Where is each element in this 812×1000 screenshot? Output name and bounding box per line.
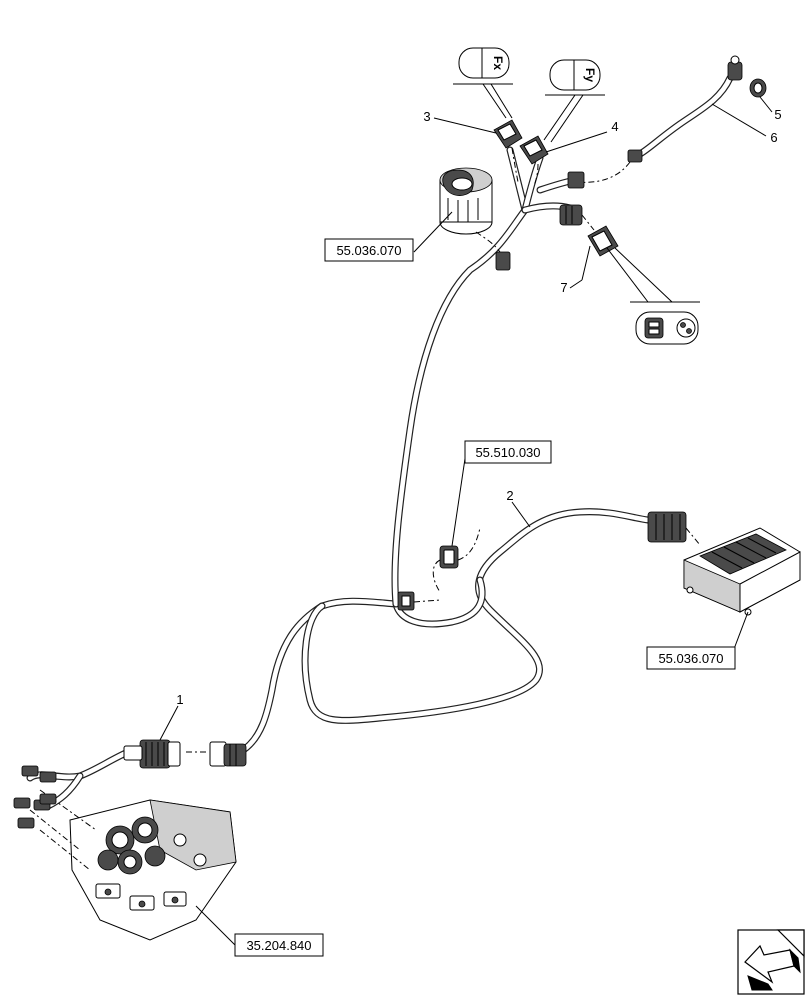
electronic-control-unit bbox=[647, 511, 801, 616]
switch-fy-item-4 bbox=[519, 135, 549, 187]
joystick-assembly bbox=[439, 167, 511, 271]
page-turn-arrow-icon[interactable] bbox=[737, 929, 805, 995]
connector-pair-item-7 bbox=[559, 171, 619, 257]
ref-box-control-unit[interactable]: 55.036.070 bbox=[646, 646, 736, 670]
callout-6: 6 bbox=[770, 130, 777, 145]
callout-5: 5 bbox=[774, 107, 781, 122]
callout-4: 4 bbox=[611, 119, 618, 134]
connector-symbol bbox=[606, 247, 700, 345]
fx-icon-label: Fx bbox=[491, 56, 505, 70]
main-wire-harness bbox=[236, 146, 652, 756]
hydraulic-valve-block bbox=[29, 789, 237, 941]
ref-box-joystick[interactable]: 55.036.070 bbox=[324, 238, 414, 262]
ref-box-connector-mid[interactable]: 55.510.030 bbox=[464, 440, 552, 464]
callout-7: 7 bbox=[560, 280, 567, 295]
mid-inline-connector bbox=[397, 527, 481, 611]
ref-label-connector-mid[interactable]: 55.510.030 bbox=[475, 445, 540, 460]
callout-1: 1 bbox=[176, 692, 183, 707]
ref-label-valve[interactable]: 35.204.840 bbox=[246, 938, 311, 953]
ref-label-control-unit[interactable]: 55.036.070 bbox=[658, 651, 723, 666]
fx-switch-symbol: Fx bbox=[453, 47, 513, 119]
callout-2: 2 bbox=[506, 488, 513, 503]
callout-3: 3 bbox=[423, 109, 430, 124]
connector-item-1 bbox=[123, 739, 247, 769]
ref-label-joystick[interactable]: 55.036.070 bbox=[336, 243, 401, 258]
ref-box-valve[interactable]: 35.204.840 bbox=[234, 933, 324, 957]
switch-fx-item-3 bbox=[493, 119, 523, 183]
fy-switch-symbol: Fy bbox=[543, 59, 605, 143]
sensor-cap-item-5 bbox=[749, 78, 767, 98]
fy-icon-label: Fy bbox=[583, 68, 597, 82]
sensor-cable-item-6 bbox=[574, 55, 743, 183]
valve-solenoid-connectors bbox=[13, 765, 57, 829]
callout-leader-lines bbox=[159, 96, 773, 946]
